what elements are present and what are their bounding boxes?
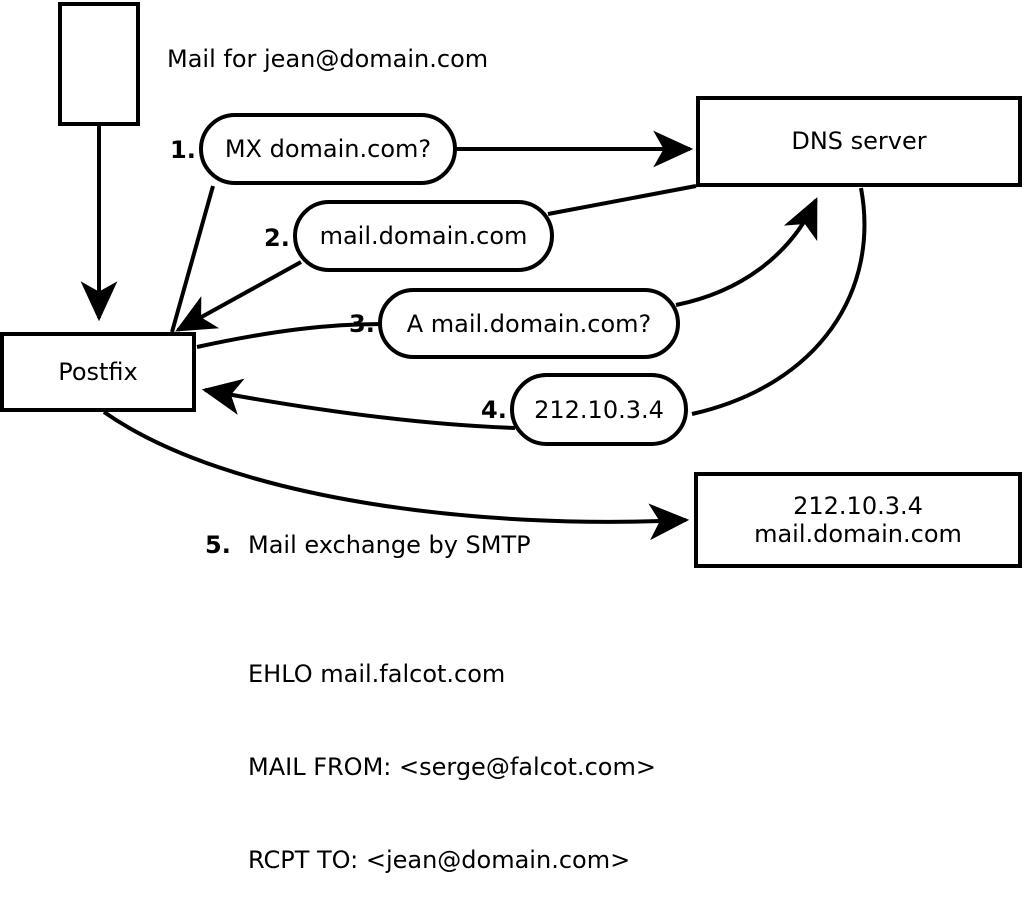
edge-bubble3-to-dns [675,197,818,307]
smtp-line: EHLO mail.falcot.com [248,660,506,688]
step-number-1: 1. [170,136,196,164]
edge-postfix-to-mailserver [102,410,690,541]
step-number-4: 4. [481,396,507,424]
bubble-step-4[interactable]: 212.10.3.4 [510,373,688,446]
edge-bubble2-to-postfix [175,260,302,332]
bubble-step-3[interactable]: A mail.domain.com? [378,288,680,359]
smtp-line: MAIL FROM: <serge@falcot.com> [248,753,656,781]
edge-dns-to-bubble2 [547,184,697,216]
bubble-step-2-label: mail.domain.com [319,222,528,250]
smtp-line: RCPT TO: <jean@domain.com> [248,846,631,874]
node-mail-server-ip: 212.10.3.4 [793,491,923,520]
page-title: Mail for jean@domain.com [167,45,489,73]
edge-postfix-to-bubble3 [196,322,383,349]
node-postfix-label: Postfix [58,357,138,386]
step-number-2: 2. [264,224,290,252]
step-number-3: 3. [349,310,375,338]
node-postfix[interactable]: Postfix [0,332,196,412]
step-5-label: Mail exchange by SMTP [248,531,531,559]
node-mail-server[interactable]: 212.10.3.4 mail.domain.com [694,472,1022,568]
bubble-step-2[interactable]: mail.domain.com [293,200,554,272]
node-sender-box[interactable] [58,2,140,126]
node-dns-server[interactable]: DNS server [696,96,1022,187]
bubble-step-1[interactable]: MX domain.com? [199,113,457,185]
bubble-step-3-label: A mail.domain.com? [406,309,652,338]
bubble-step-1-label: MX domain.com? [224,135,432,163]
edge-bubble4-to-postfix [201,378,516,430]
smtp-transcript: EHLO mail.falcot.com MAIL FROM: <serge@f… [248,597,656,919]
node-mail-server-host: mail.domain.com [754,520,962,548]
bubble-step-4-label: 212.10.3.4 [534,395,664,424]
edge-dns-to-bubble4 [691,187,867,416]
node-dns-server-label: DNS server [791,127,927,156]
edge-postfix-to-bubble1 [170,185,215,333]
step-number-5: 5. [205,531,231,559]
